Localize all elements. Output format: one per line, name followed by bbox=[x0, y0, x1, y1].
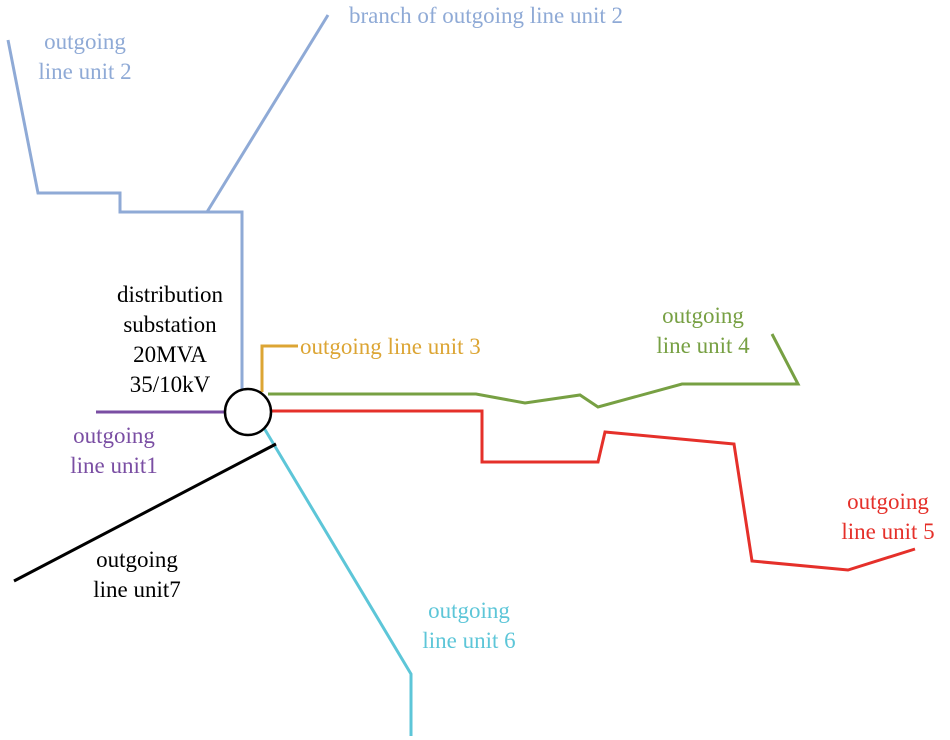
unit-7-label: outgoing line unit7 bbox=[74, 545, 200, 605]
line-unit-6 bbox=[262, 427, 413, 736]
substation-label-line-4: 35/10kV bbox=[129, 372, 211, 397]
unit-1-label-line-1: outgoing bbox=[73, 423, 155, 448]
unit-6-label-line-1: outgoing bbox=[428, 598, 510, 623]
unit-7-label-line-1: outgoing bbox=[96, 547, 178, 572]
unit-1-label: outgoing line unit1 bbox=[51, 421, 177, 481]
substation-circle bbox=[223, 387, 273, 437]
unit-5-label: outgoing line unit 5 bbox=[826, 487, 950, 547]
line-unit-3 bbox=[260, 344, 298, 392]
substation-label: distribution substation 20MVA 35/10kV bbox=[100, 280, 240, 400]
unit-2-label: outgoing line unit 2 bbox=[22, 27, 148, 87]
unit-7-label-line-2: line unit7 bbox=[93, 577, 181, 602]
substation-label-line-1: distribution bbox=[116, 282, 224, 307]
unit-2-branch-label: branch of outgoing line unit 2 bbox=[349, 3, 624, 28]
unit-6-label: outgoing line unit 6 bbox=[406, 596, 532, 656]
unit-4-label: outgoing line unit 4 bbox=[640, 301, 766, 361]
substation-label-line-3: 20MVA bbox=[133, 342, 207, 367]
line-unit-2 bbox=[6, 39, 244, 392]
unit-3-label: outgoing line unit 3 bbox=[300, 334, 481, 359]
unit-2-label-line-2: line unit 2 bbox=[38, 59, 132, 84]
line-unit-5 bbox=[270, 409, 916, 572]
line-unit-4 bbox=[268, 333, 801, 409]
substation-label-line-2: substation bbox=[123, 312, 217, 337]
unit-5-label-line-1: outgoing bbox=[847, 489, 929, 514]
unit-6-label-line-2: line unit 6 bbox=[422, 628, 516, 653]
line-unit-7 bbox=[13, 442, 277, 583]
unit-5-label-line-2: line unit 5 bbox=[841, 519, 935, 544]
unit-4-label-line-2: line unit 4 bbox=[656, 333, 750, 358]
unit-1-label-line-2: line unit1 bbox=[70, 453, 158, 478]
unit-4-label-line-1: outgoing bbox=[662, 303, 744, 328]
unit-2-label-line-1: outgoing bbox=[44, 29, 126, 54]
line-unit-2-branch bbox=[205, 14, 330, 213]
